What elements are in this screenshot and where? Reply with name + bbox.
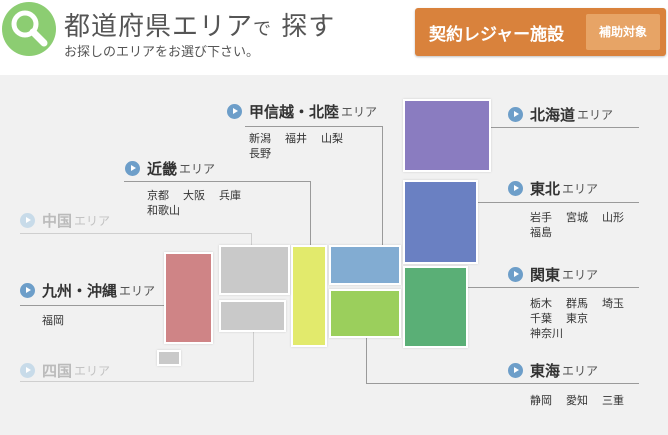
region-tokai[interactable]: 東海 エリア 静岡 愛知 三重 <box>508 360 638 408</box>
connector-line <box>20 305 166 306</box>
pref-link[interactable]: 栃木 <box>530 297 552 310</box>
page-subtitle: お探しのエリアをお選び下さい。 <box>64 45 260 60</box>
region-suffix: エリア <box>119 284 156 298</box>
connector-line <box>253 330 254 382</box>
region-name: 四国 <box>42 362 73 380</box>
region-chugoku: 中国 エリア <box>20 210 110 231</box>
pref-link[interactable]: 群馬 <box>566 297 588 310</box>
region-hokkaido[interactable]: 北海道 エリア <box>508 104 613 125</box>
region-kyushu[interactable]: 九州・沖縄 エリア 福岡 <box>20 280 155 328</box>
header: 都道府県エリアで 探す お探しのエリアをお選び下さい。 契約レジャー施設 補助対… <box>0 0 668 72</box>
map-block-chugoku[interactable] <box>219 300 286 332</box>
subsidy-badge: 補助対象 <box>586 14 660 50</box>
map-block-koshinetsu[interactable] <box>291 245 327 347</box>
region-suffix: エリア <box>74 214 111 228</box>
region-shikoku: 四国 エリア <box>20 360 110 381</box>
map-block-tokai[interactable] <box>329 289 401 338</box>
pref-link[interactable]: 新潟 <box>249 132 271 145</box>
japan-region-map: 甲信越・北陸 エリア 新潟 福井 山梨 長野 近畿 エリア 京都 大阪 兵庫 和歌山 中… <box>0 75 668 435</box>
connector-line <box>478 202 639 203</box>
pref-link[interactable]: 福井 <box>285 132 307 145</box>
region-suffix: エリア <box>341 105 378 119</box>
region-name: 北海道 <box>530 106 576 124</box>
pref-link[interactable]: 静岡 <box>530 394 552 407</box>
connector-line <box>251 233 252 247</box>
connector-line <box>20 381 253 382</box>
pref-link[interactable]: 千葉 <box>530 312 552 325</box>
connector-line <box>124 181 310 182</box>
region-suffix: エリア <box>74 364 111 378</box>
map-block-okinawa[interactable] <box>157 350 181 366</box>
connector-line <box>467 287 639 288</box>
region-koshinetsu[interactable]: 甲信越・北陸 エリア 新潟 福井 山梨 長野 <box>227 101 377 161</box>
pref-link[interactable]: 大阪 <box>183 189 205 202</box>
region-tohoku[interactable]: 東北 エリア 岩手 宮城 山形 福島 <box>508 178 638 240</box>
map-block-kinki[interactable] <box>219 245 290 295</box>
map-block-hokkaido[interactable] <box>403 99 491 172</box>
pref-link[interactable]: 福岡 <box>42 314 64 327</box>
pref-link[interactable]: 宮城 <box>566 211 588 224</box>
pref-link[interactable]: 兵庫 <box>219 189 241 202</box>
play-arrow-icon <box>508 181 523 196</box>
magnifier-icon <box>11 10 48 47</box>
page-title: 都道府県エリアで 探す <box>64 6 335 43</box>
pref-link[interactable]: 三重 <box>602 394 624 407</box>
title-action: 探す <box>281 12 336 42</box>
pref-link[interactable]: 神奈川 <box>530 327 563 340</box>
region-name: 甲信越・北陸 <box>249 103 340 121</box>
region-name: 東海 <box>530 362 561 380</box>
play-arrow-icon <box>227 104 242 119</box>
play-arrow-icon <box>508 363 523 378</box>
map-block-tohoku[interactable] <box>403 180 478 264</box>
pref-link[interactable]: 山梨 <box>321 132 343 145</box>
pref-link[interactable]: 福島 <box>530 226 552 239</box>
title-main: 都道府県エリア <box>64 12 254 42</box>
region-name: 東北 <box>530 180 561 198</box>
pref-link[interactable]: 京都 <box>147 189 169 202</box>
play-arrow-icon <box>20 283 35 298</box>
pref-link[interactable]: 山形 <box>602 211 624 224</box>
connector-line <box>310 181 311 247</box>
region-suffix: エリア <box>179 162 216 176</box>
map-block-kyushu[interactable] <box>164 252 213 344</box>
search-badge <box>2 2 56 56</box>
region-kanto[interactable]: 関東 エリア 栃木 群馬 埼玉 千葉 東京 神奈川 <box>508 264 638 341</box>
pref-link[interactable]: 東京 <box>566 312 588 325</box>
connector-line <box>366 383 639 384</box>
play-arrow-icon <box>125 161 140 176</box>
leisure-facilities-button[interactable]: 契約レジャー施設 補助対象 <box>415 8 666 56</box>
pref-link[interactable]: 和歌山 <box>147 204 180 217</box>
region-suffix: エリア <box>562 364 599 378</box>
region-kinki[interactable]: 近畿 エリア 京都 大阪 兵庫 和歌山 <box>125 158 255 218</box>
connector-line <box>491 127 639 128</box>
region-name: 九州・沖縄 <box>42 282 118 300</box>
connector-line <box>366 337 367 383</box>
region-name: 中国 <box>42 212 73 230</box>
region-name: 近畿 <box>147 160 178 178</box>
play-arrow-icon <box>508 107 523 122</box>
map-block-kanto[interactable] <box>403 266 468 348</box>
connector-line <box>382 126 383 247</box>
play-arrow-icon <box>508 267 523 282</box>
play-arrow-icon <box>20 363 35 378</box>
pref-link[interactable]: 愛知 <box>566 394 588 407</box>
connector-line <box>20 233 251 234</box>
connector-line <box>245 126 382 127</box>
pref-link[interactable]: 長野 <box>249 147 271 160</box>
region-name: 関東 <box>530 266 561 284</box>
leisure-button-label: 契約レジャー施設 <box>429 25 565 45</box>
pref-link[interactable]: 岩手 <box>530 211 552 224</box>
region-suffix: エリア <box>562 182 599 196</box>
play-arrow-icon <box>20 213 35 228</box>
region-suffix: エリア <box>562 268 599 282</box>
map-block-kita-kanto[interactable] <box>329 245 401 285</box>
pref-link[interactable]: 埼玉 <box>602 297 624 310</box>
title-particle: で <box>253 19 273 40</box>
region-suffix: エリア <box>577 108 614 122</box>
